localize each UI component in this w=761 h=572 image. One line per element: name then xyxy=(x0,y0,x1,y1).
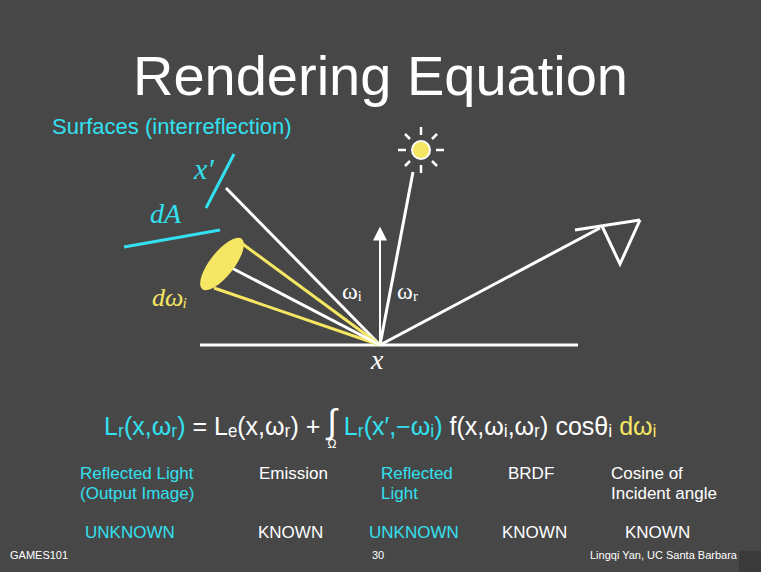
solid-angle-label: dωᵢ xyxy=(152,283,187,313)
status-label: UNKNOWN xyxy=(85,523,175,543)
term-caption: Emission xyxy=(259,464,328,484)
view-ray xyxy=(380,228,600,345)
term-caption: Reflected Light xyxy=(381,464,471,503)
angle-label: ωᵣ xyxy=(397,278,418,306)
ray-line xyxy=(226,188,380,345)
corner-icon xyxy=(739,551,761,572)
equation-term: Lᵣ(x,ωᵣ) xyxy=(104,412,186,441)
equation-term: f(x,ωᵢ,ωᵣ) cosθᵢ xyxy=(449,412,612,441)
footer-text: GAMES101 xyxy=(10,549,68,562)
point-label: x xyxy=(371,344,383,376)
equation-term: Lᵣ(x′,−ωᵢ) xyxy=(344,412,443,441)
cone-line xyxy=(240,242,380,345)
integral-domain: Ω xyxy=(328,438,337,451)
light-source xyxy=(398,127,444,173)
equation-term: = Lₑ(x,ωᵣ) + xyxy=(193,412,321,441)
page-number: 30 xyxy=(372,549,384,562)
slide-title: Rendering Equation xyxy=(0,44,761,108)
surface-line xyxy=(200,344,578,347)
status-label: KNOWN xyxy=(258,523,323,543)
light-ray xyxy=(380,172,413,345)
equation-term: dωᵢ xyxy=(619,412,656,441)
da-line xyxy=(124,230,220,247)
subtitle: Surfaces (interreflection) xyxy=(52,114,292,139)
normal-arrow xyxy=(379,228,381,345)
point-label: x′ xyxy=(194,152,214,187)
status-label: KNOWN xyxy=(502,523,567,543)
status-label: KNOWN xyxy=(625,523,690,543)
integral-sign: ∫ xyxy=(327,404,336,438)
angle-label: ωᵢ xyxy=(342,278,362,306)
solid-angle-ellipse xyxy=(193,231,251,296)
equation: Lᵣ(x,ωᵣ)= Lₑ(x,ωᵣ) +∫ΩLᵣ(x′,−ωᵢ)f(x,ωᵢ,ω… xyxy=(104,410,656,451)
footer-text: Lingqi Yan, UC Santa Barbara xyxy=(590,549,737,562)
term-caption: Reflected Light (Output Image) xyxy=(80,464,220,503)
area-label: dA xyxy=(150,198,181,230)
term-caption: Cosine of Incident angle xyxy=(611,464,741,503)
term-caption: BRDF xyxy=(508,464,554,484)
eye-symbol xyxy=(575,220,640,264)
integral-group: ∫Ω xyxy=(327,404,336,451)
status-label: UNKNOWN xyxy=(369,523,459,543)
cone-center-line xyxy=(226,265,380,345)
